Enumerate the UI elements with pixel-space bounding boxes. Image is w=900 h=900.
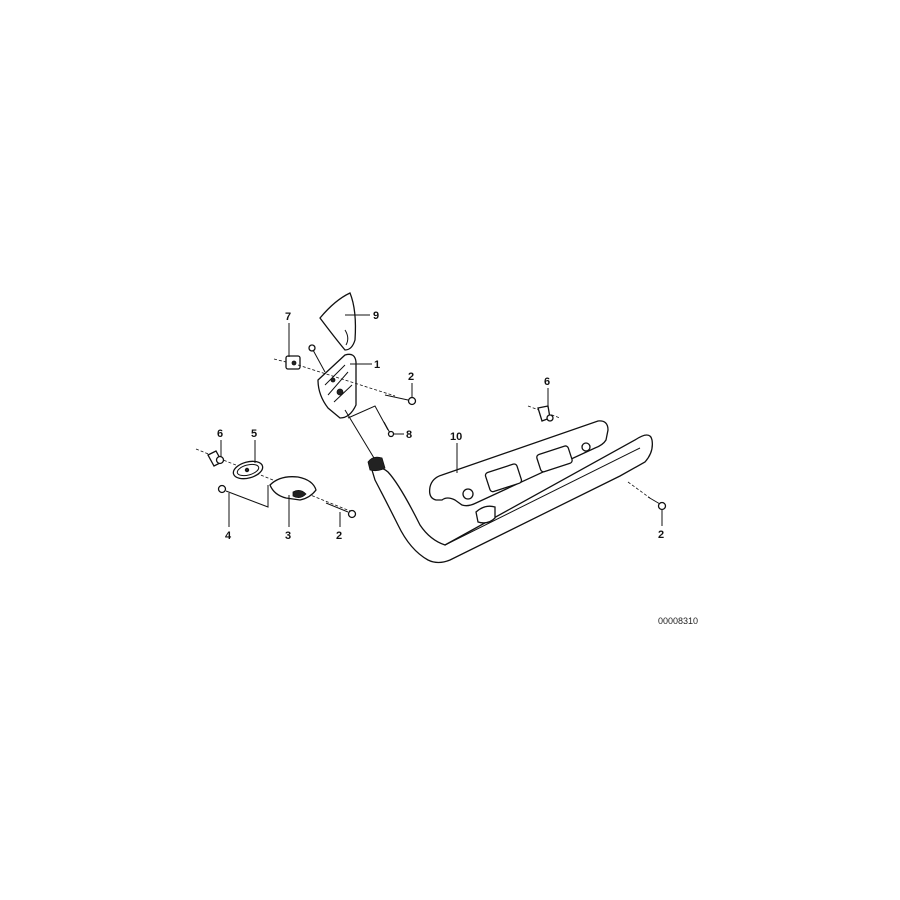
- part-rivet-left: [207, 450, 225, 467]
- part-small-screw: [308, 344, 326, 373]
- callout-1: 1: [374, 359, 380, 371]
- axis-1: [297, 364, 396, 397]
- callout-9: 9: [373, 310, 379, 322]
- bracket-8: [347, 405, 389, 431]
- part-bracket-mount: [317, 353, 357, 419]
- part-screw-right: [647, 496, 667, 511]
- part-clip-nut: [285, 355, 301, 370]
- callout-2-right: 2: [658, 529, 664, 541]
- part-screw-small: [383, 421, 395, 438]
- callout-2-left: 2: [336, 530, 342, 542]
- callout-10: 10: [450, 431, 462, 443]
- bracket-4: [225, 485, 269, 508]
- diagram-code: 00008310: [658, 616, 698, 626]
- callout-3: 3: [285, 530, 291, 542]
- axis-2c: [627, 481, 651, 499]
- part-plug: [217, 484, 227, 494]
- callout-6-left: 6: [217, 428, 223, 440]
- callout-6-right: 6: [544, 376, 550, 388]
- part-screw-top: [384, 394, 417, 406]
- callout-8: 8: [406, 429, 412, 441]
- part-washer-plate: [232, 460, 264, 480]
- part-armrest-body: [367, 434, 653, 564]
- part-cap-cover: [269, 476, 317, 501]
- part-screw-left: [325, 502, 357, 519]
- callout-4: 4: [225, 530, 232, 542]
- part-rivet-right: [537, 405, 554, 422]
- part-armrest-carrier: [428, 420, 609, 507]
- callout-2-top: 2: [408, 371, 414, 383]
- link-line: [344, 409, 375, 459]
- axis-7: [273, 358, 287, 363]
- part-cover-cap: [319, 292, 357, 351]
- callout-7: 7: [285, 311, 291, 323]
- callout-5: 5: [251, 428, 257, 440]
